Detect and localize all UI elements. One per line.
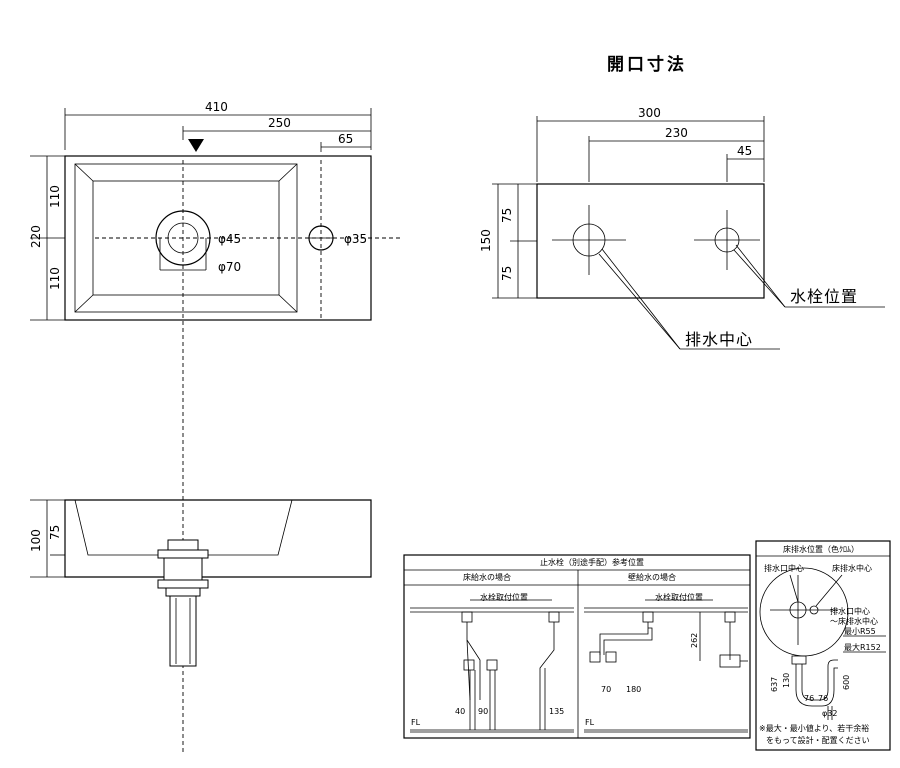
dim-to-tap: 65 <box>338 132 353 146</box>
floor-tap-mount: 水栓取付位置 <box>480 592 528 602</box>
floor-case-fl: FL <box>411 718 421 727</box>
floor-drain-note-1: ※最大・最小値より、若干余裕 <box>759 723 869 733</box>
floor-dim-130: 130 <box>782 673 791 688</box>
dim-overall-depth: 220 <box>29 225 43 248</box>
floor-drain-note-2: をもって設計・配置ください <box>766 735 870 745</box>
opening-dim-drain-offset: 230 <box>665 126 688 140</box>
wall-tap-mount: 水栓取付位置 <box>655 592 703 602</box>
floor-dim-600: 600 <box>842 675 851 690</box>
wall-case-fl: FL <box>585 718 595 727</box>
stop-valve-reference: 止水栓（別途手配）参考位置 床給水の場合 壁給水の場合 水栓取付位置 FL 40… <box>403 554 751 739</box>
side-view: 100 75 <box>29 499 372 667</box>
floor-drain-title: 床排水位置（色ｸﾛﾑ） <box>783 544 859 554</box>
dim-to-drain: 250 <box>268 116 291 130</box>
floor-supply-title: 床給水の場合 <box>463 572 511 582</box>
top-view: 410 250 65 220 110 110 φ45 φ70 <box>29 100 400 321</box>
tap-position-callout: 水栓位置 <box>790 287 858 306</box>
floor-drain-position: 床排水位置（色ｸﾛﾑ） 排水口中心 床排水中心 排水口中心 〜床排水中心 最小R… <box>755 540 891 751</box>
opening-dim-height: 150 <box>479 229 493 252</box>
bowl-diameter-label: φ70 <box>218 260 241 274</box>
drain-center-callout: 排水中心 <box>685 330 753 349</box>
opening-dim-half-top: 75 <box>500 208 514 223</box>
floor-dim-40: 40 <box>455 707 465 716</box>
dim-overall-height: 100 <box>29 529 43 552</box>
wall-dim-180: 180 <box>626 685 641 694</box>
floor-dim-637: 637 <box>770 677 779 692</box>
drain-range-label-line1: 排水口中心 <box>830 606 870 616</box>
min-radius-label: 最小R55 <box>844 627 876 636</box>
max-radius-label: 最大R152 <box>844 642 881 652</box>
dim-bowl-depth: 75 <box>48 525 62 540</box>
stop-valve-title: 止水栓（別途手配）参考位置 <box>540 557 644 567</box>
drain-diameter-label: φ45 <box>218 232 241 246</box>
dim-upper-half: 110 <box>48 185 62 208</box>
opening-dim-half-bottom: 75 <box>500 266 514 281</box>
dim-lower-half: 110 <box>48 267 62 290</box>
floor-dim-phi32: φ32 <box>822 709 837 718</box>
dim-overall-width: 410 <box>205 100 228 114</box>
wall-dim-70: 70 <box>601 685 611 694</box>
floor-dim-76a: 76 <box>804 694 814 703</box>
opening-dim-tap-offset: 45 <box>737 144 752 158</box>
wall-dim-262: 262 <box>690 633 699 648</box>
drain-range-label-line2: 〜床排水中心 <box>830 616 878 626</box>
floor-dim-76b: 76 <box>818 694 828 703</box>
opening-title: 開口寸法 <box>607 54 687 75</box>
opening-dimensions: 開口寸法 300 230 45 150 75 75 排水中心 <box>479 54 885 350</box>
floor-dim-135: 135 <box>549 707 564 716</box>
floor-drain-center-label: 床排水中心 <box>832 563 872 573</box>
tap-diameter-label: φ35 <box>344 232 367 246</box>
drain-outlet-center-label: 排水口中心 <box>764 563 804 573</box>
wall-supply-title: 壁給水の場合 <box>628 572 676 582</box>
floor-dim-90: 90 <box>478 707 488 716</box>
drain-position-marker-icon <box>188 139 204 152</box>
opening-dim-width: 300 <box>638 106 661 120</box>
